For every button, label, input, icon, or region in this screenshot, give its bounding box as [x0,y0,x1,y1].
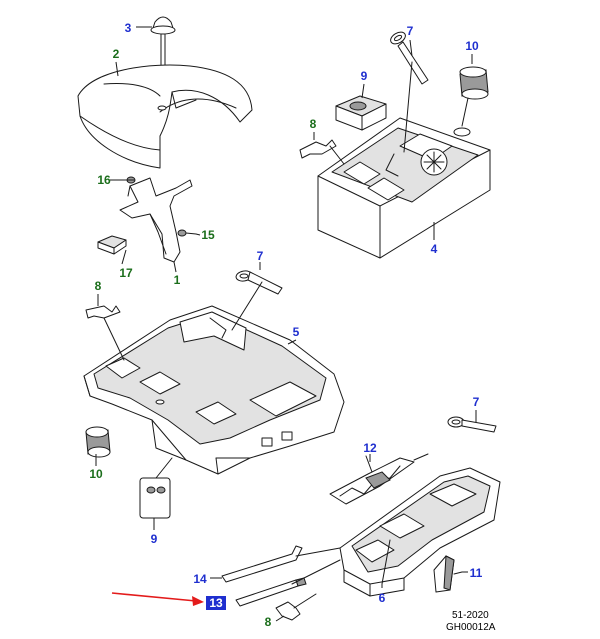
callout-13-box [206,596,226,610]
repair-kit-part-upper [335,95,387,131]
callout-3: 3 [125,21,132,35]
storage-box-part [317,117,491,259]
tow-eye-part-upper [390,31,429,153]
callout-14: 14 [193,572,207,586]
callout-7: 7 [407,24,414,38]
callout-4: 4 [431,242,438,256]
leader-lines [95,26,477,622]
wedge-part [433,555,463,593]
repair-kit-part-lower [139,457,173,519]
tow-eye-part-middle [231,270,283,331]
wheel-brace-part [221,545,341,583]
callout-13: 13 [209,596,223,610]
callout-9: 9 [361,69,368,83]
tool-tray-part [83,305,345,475]
callout-15: 15 [201,228,215,242]
callout-9: 9 [151,532,158,546]
callout-10: 10 [465,39,479,53]
tool-part-highlighted [235,559,341,607]
drawing-code: GH00012A [446,622,496,633]
socket-part-lower [85,426,111,458]
clip-part-upper [299,139,345,165]
callout-1: 1 [174,273,181,287]
lower-tray-part [339,467,501,597]
callout-8: 8 [265,615,272,629]
callout-7: 7 [473,395,480,409]
fastener-part [150,16,176,109]
jack-bracket-part [119,176,197,263]
callout-5: 5 [293,325,300,339]
callout-16: 16 [97,173,111,187]
callout-7: 7 [257,249,264,263]
spare-wheel-cover-part [77,64,253,169]
callout-11: 11 [470,566,483,580]
callout-8: 8 [310,117,317,131]
socket-part-upper [459,66,489,127]
callout-17: 17 [119,266,133,280]
jack-part [329,453,429,505]
callout-6: 6 [379,591,386,605]
callout-12: 12 [363,441,377,455]
highlight-arrow [111,592,204,606]
tow-eye-part-lower [447,416,497,433]
callout-labels: 3 2 16 15 17 1 7 10 9 8 4 7 8 5 10 9 7 1… [89,21,482,629]
pad-part [97,235,127,255]
callout-2: 2 [113,47,120,61]
callout-10: 10 [89,467,103,481]
clip-part-middle [85,305,125,361]
clip-part-lower [275,593,317,621]
callout-8: 8 [95,279,102,293]
section-code: 51-2020 [452,610,489,621]
